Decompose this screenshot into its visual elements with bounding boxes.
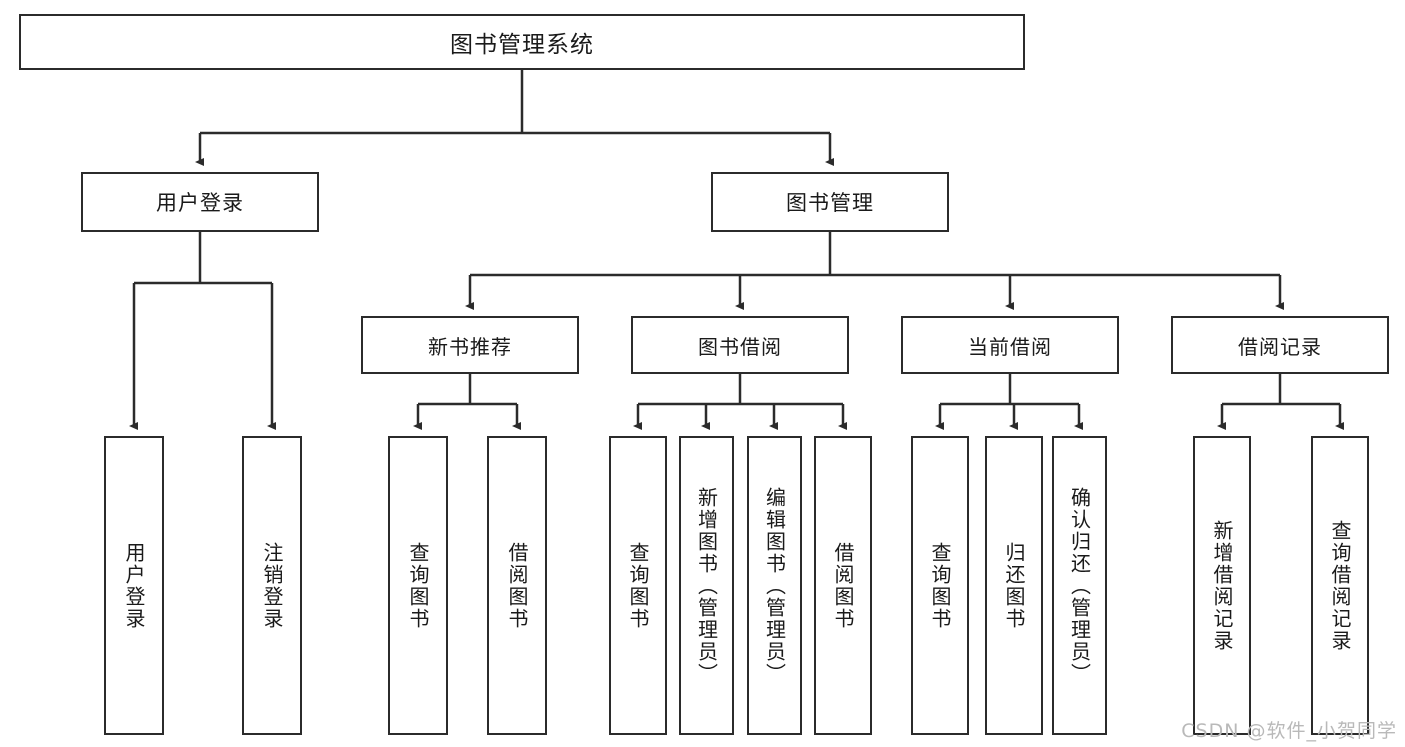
leaf-node[interactable]: 确认归还（管理员） — [1052, 436, 1107, 735]
leaf-node[interactable]: 查询借阅记录 — [1311, 436, 1369, 735]
leaf-label: 查询图书 — [626, 541, 650, 630]
leaf-label: 注销登录 — [260, 541, 284, 630]
leaf-node[interactable]: 查询图书 — [911, 436, 969, 735]
leaf-node[interactable]: 新增借阅记录 — [1193, 436, 1251, 735]
node-root[interactable]: 图书管理系统 — [19, 14, 1025, 70]
node-user-login-label: 用户登录 — [156, 191, 244, 215]
node-book-management-label: 图书管理 — [786, 191, 874, 215]
node-current-borrow[interactable]: 当前借阅 — [901, 316, 1119, 374]
leaf-label: 新增借阅记录 — [1210, 519, 1234, 652]
leaf-node[interactable]: 编辑图书（管理员） — [747, 436, 802, 735]
node-root-label: 图书管理系统 — [450, 32, 594, 58]
leaf-label: 借阅图书 — [505, 541, 529, 630]
leaf-label: 用户登录 — [122, 541, 146, 630]
leaf-label: 查询图书 — [406, 541, 430, 630]
leaf-label: 确认归还（管理员） — [1067, 486, 1092, 685]
node-new-book-recommend-label: 新书推荐 — [428, 334, 512, 359]
node-borrow-record-label: 借阅记录 — [1238, 334, 1322, 359]
node-current-borrow-label: 当前借阅 — [968, 334, 1052, 359]
leaf-node[interactable]: 注销登录 — [242, 436, 302, 735]
node-book-borrow[interactable]: 图书借阅 — [631, 316, 849, 374]
leaf-node[interactable]: 归还图书 — [985, 436, 1043, 735]
node-book-borrow-label: 图书借阅 — [698, 334, 782, 359]
leaf-node[interactable]: 用户登录 — [104, 436, 164, 735]
leaf-label: 查询图书 — [928, 541, 952, 630]
leaf-node[interactable]: 借阅图书 — [814, 436, 872, 735]
leaf-label: 查询借阅记录 — [1328, 519, 1352, 652]
leaf-label: 新增图书（管理员） — [694, 486, 719, 685]
watermark-text: CSDN @软件_小贺同学 — [1181, 720, 1397, 742]
node-user-login[interactable]: 用户登录 — [81, 172, 319, 232]
leaf-node[interactable]: 新增图书（管理员） — [679, 436, 734, 735]
leaf-label: 归还图书 — [1002, 541, 1026, 630]
node-borrow-record[interactable]: 借阅记录 — [1171, 316, 1389, 374]
node-book-management[interactable]: 图书管理 — [711, 172, 949, 232]
leaf-node[interactable]: 查询图书 — [388, 436, 448, 735]
leaf-label: 借阅图书 — [831, 541, 855, 630]
leaf-node[interactable]: 查询图书 — [609, 436, 667, 735]
node-new-book-recommend[interactable]: 新书推荐 — [361, 316, 579, 374]
leaf-node[interactable]: 借阅图书 — [487, 436, 547, 735]
leaf-label: 编辑图书（管理员） — [762, 486, 787, 685]
